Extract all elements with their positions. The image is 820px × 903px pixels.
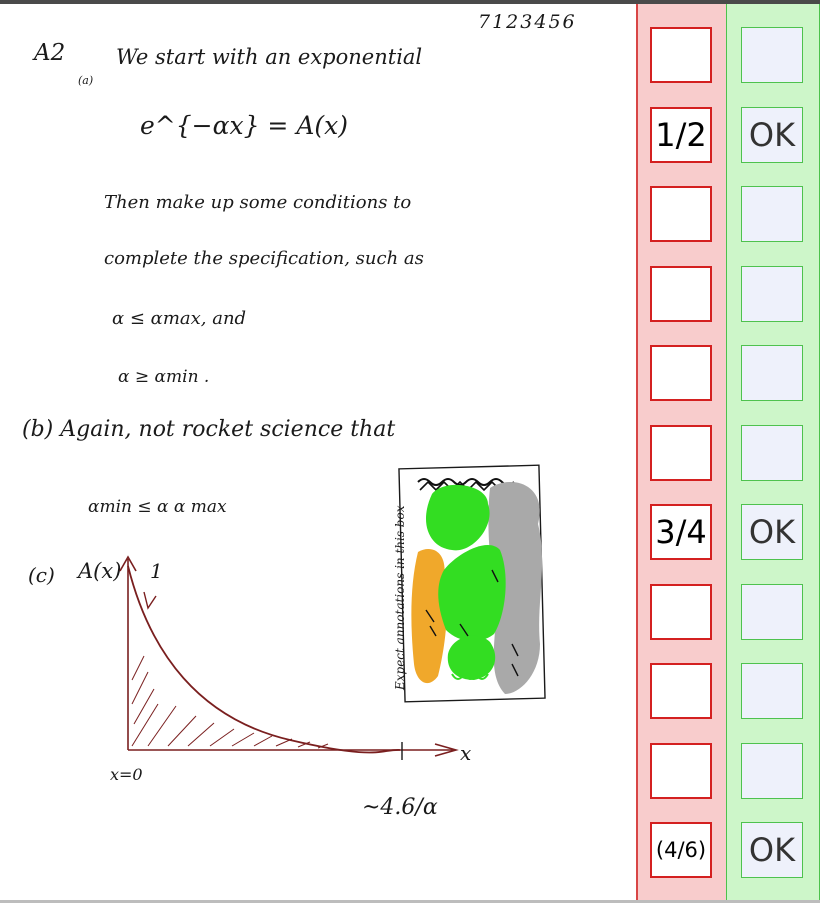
verdict-cell-7[interactable]: OK: [741, 504, 803, 560]
graph-y-tick: 1: [150, 559, 163, 583]
score-cell-2[interactable]: 1/2: [650, 107, 712, 163]
window-bottom-border: [0, 900, 820, 903]
score-cell-4[interactable]: [650, 266, 712, 322]
equation: e^{−αx} = A(x): [140, 111, 348, 140]
score-cell-1[interactable]: [650, 27, 712, 83]
score-cell-8[interactable]: [650, 584, 712, 640]
verdict-cell-11[interactable]: OK: [741, 822, 803, 878]
score-cell-3[interactable]: [650, 186, 712, 242]
annotation-box-note: Expect annotations in this box: [393, 505, 407, 691]
score-cell-6[interactable]: [650, 425, 712, 481]
answer-line-5: α ≥ αmin .: [118, 367, 209, 387]
part-b-inequality: αmin ≤ α α max: [88, 497, 227, 517]
answer-line-2: Then make up some conditions to: [104, 192, 411, 213]
score-cell-5[interactable]: [650, 345, 712, 401]
verdict-cell-8[interactable]: [741, 584, 803, 640]
graph-end-label: ~4.6/α: [362, 795, 438, 820]
graph-y-axis-label: A(x): [76, 559, 121, 583]
part-b-line: (b) Again, not rocket science that: [22, 417, 395, 442]
verdict-cell-1[interactable]: [741, 27, 803, 83]
verdict-cell-2[interactable]: OK: [741, 107, 803, 163]
part-c-label: (c): [28, 563, 55, 587]
graph-origin-label: x=0: [110, 765, 143, 784]
answer-line-3: complete the specification, such as: [104, 248, 424, 269]
verdict-cell-5[interactable]: [741, 345, 803, 401]
score-cell-11[interactable]: (4/6): [650, 822, 712, 878]
score-cell-9[interactable]: [650, 663, 712, 719]
student-id: 7123456: [478, 11, 577, 33]
verdict-cell-6[interactable]: [741, 425, 803, 481]
verdict-cell-10[interactable]: [741, 743, 803, 799]
question-label: A2: [32, 40, 65, 66]
verdict-cell-3[interactable]: [741, 186, 803, 242]
score-cell-10[interactable]: [650, 743, 712, 799]
annotation-box: Expect annotations in this box: [393, 464, 546, 703]
window-top-border: [0, 0, 820, 4]
graph-x-axis-label: x: [460, 741, 471, 765]
verdict-cell-4[interactable]: [741, 266, 803, 322]
answer-line-4: α ≤ αmax, and: [112, 308, 246, 329]
verdict-cell-9[interactable]: [741, 663, 803, 719]
score-cell-7[interactable]: 3/4: [650, 504, 712, 560]
handwritten-answer: 7123456 A2 (a) We start with an exponent…: [22, 11, 577, 820]
answer-page: 7123456 A2 (a) We start with an exponent…: [0, 4, 636, 900]
part-a-label: (a): [78, 74, 93, 87]
decay-graph: [119, 555, 459, 760]
answer-line-1: We start with an exponential: [116, 45, 422, 69]
